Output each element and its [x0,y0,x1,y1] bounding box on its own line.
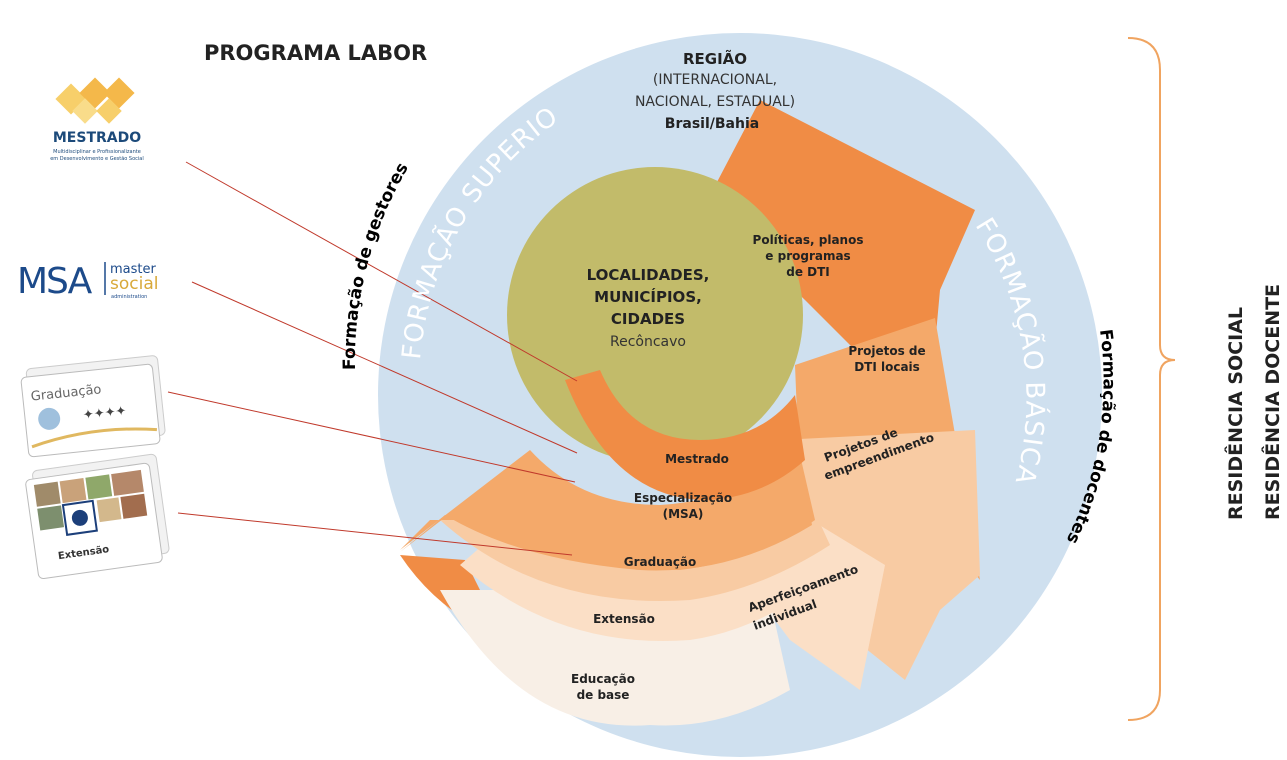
logo-msa: MSA master social administration [17,261,158,302]
arrow-projetos-empreendimento [780,430,980,680]
extensao-emblem-icon [71,509,88,526]
logo-graduacao-label: Graduação [30,382,102,404]
logo-msa-w1: master [110,262,156,277]
regiao-title: REGIÃO [683,49,747,68]
logo-msa-mark: MSA [17,261,93,302]
center-line4: Recôncavo [610,334,686,350]
dti-line2: DTI locais [854,360,920,374]
educacao-line2: de base [577,688,630,702]
logo-mestrado: MESTRADO Multidisciplinar e Profissional… [50,77,144,162]
politicas-line2: e programas [765,249,850,263]
regiao-line1: (INTERNACIONAL, [653,72,777,88]
regiao-line2: NACIONAL, ESTADUAL) [635,94,795,110]
politicas-line3: de DTI [786,265,830,279]
especializacao-line1: Especialização [634,491,732,505]
band-mestrado [565,370,805,500]
center-line3: CIDADES [611,310,685,328]
logo-mestrado-sub1: Multidisciplinar e Profissionalizante [53,149,141,155]
pointer-extensao [177,512,573,556]
graduacao-sun-icon [38,407,61,430]
graduacao-label: Graduação [624,555,697,569]
dti-line1: Projetos de [848,344,925,358]
center-line1: LOCALIDADES, [587,266,710,284]
band-educacao [440,590,790,726]
pointer-mestrado [185,161,578,382]
logo-mestrado-sub2: em Desenvolvimento e Gestão Social [50,156,144,162]
regiao-line3: Brasil/Bahia [665,116,759,132]
extensao-label: Extensão [593,612,655,626]
logo-msa-w3: administration [111,294,147,300]
residencia-docente: RESIDÊNCIA DOCENTE [1261,284,1284,520]
logo-extensao: Extensão [25,453,170,580]
residencia-social: RESIDÊNCIA SOCIAL [1224,307,1247,520]
band-especializacao-top [400,452,812,571]
politicas-line1: Políticas, planos [753,233,864,247]
educacao-line1: Educação [571,672,635,686]
pointer-lines [167,161,578,556]
graduacao-people-icon: ✦✦✦✦ [82,404,127,423]
mestrado-diamonds-icon [55,77,135,124]
logo-mestrado-title: MESTRADO [53,130,141,146]
mestrado-label: Mestrado [665,452,729,466]
center-line2: MUNICÍPIOS, [594,287,702,306]
especializacao-line2: (MSA) [663,507,704,521]
pointer-especializacao [191,281,578,454]
residencia-bracket [1127,37,1176,721]
pointer-graduacao [167,391,576,483]
logo-msa-w2: social [110,274,158,294]
logo-graduacao: Graduação ✦✦✦✦ [20,355,166,458]
arrow-politicas [705,100,975,350]
page-title: PROGRAMA LABOR [204,41,427,65]
